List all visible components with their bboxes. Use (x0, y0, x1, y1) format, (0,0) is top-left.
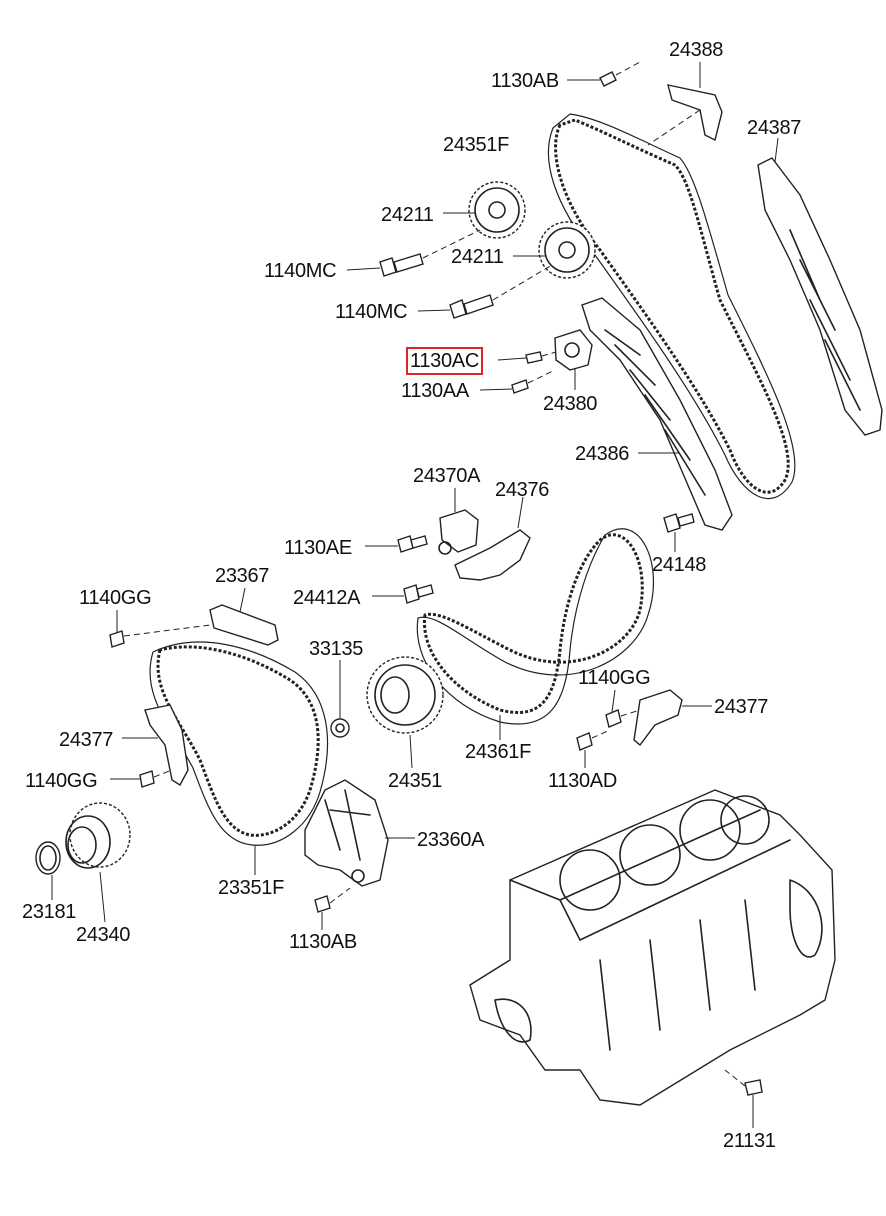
part-24386-tensioner-lever (581, 297, 733, 531)
label-1140MC-a[interactable]: 1140MC (264, 260, 337, 282)
label-24386[interactable]: 24386 (575, 443, 630, 465)
bolt-1140MC-b (417, 264, 553, 319)
part-23360A-bracket (304, 779, 415, 887)
label-1140GG-right[interactable]: 1140GG (578, 667, 651, 689)
label-33135[interactable]: 33135 (309, 638, 364, 660)
bolt-21131 (724, 1069, 763, 1128)
label-24351F[interactable]: 24351F (443, 134, 510, 156)
label-24340[interactable]: 24340 (76, 924, 131, 946)
part-24387-chain-guide (757, 137, 883, 436)
label-1130AB-bottom[interactable]: 1130AB (289, 931, 357, 953)
label-1130AB-top[interactable]: 1130AB (491, 70, 559, 92)
label-1130AE[interactable]: 1130AE (284, 537, 352, 559)
bolt-24412A (372, 584, 434, 604)
label-1140MC-b[interactable]: 1140MC (335, 301, 408, 323)
bolt-1140GG-right (605, 689, 641, 728)
label-24387[interactable]: 24387 (747, 117, 802, 139)
middle-timing-chain (416, 528, 655, 740)
bolt-1130AB-bottom (314, 887, 351, 930)
cam-sprocket-24211-b (513, 221, 596, 279)
crank-sprocket-24351 (366, 656, 444, 769)
nut-33135 (330, 660, 350, 738)
seal-23181 (35, 841, 61, 900)
bolt-1130AD (576, 729, 611, 768)
cam-sprocket-24211-a (443, 181, 526, 239)
label-1140GG-top[interactable]: 1140GG (79, 587, 152, 609)
label-1140GG-left[interactable]: 1140GG (25, 770, 98, 792)
label-23367[interactable]: 23367 (215, 565, 270, 587)
label-24377-left[interactable]: 24377 (59, 729, 114, 751)
bolt-1140GG-left (110, 769, 173, 788)
label-24361F[interactable]: 24361F (465, 741, 532, 763)
crank-gear-24340 (65, 802, 131, 923)
label-24211-b[interactable]: 24211 (451, 246, 504, 268)
label-1130AA[interactable]: 1130AA (401, 380, 469, 402)
label-24370A[interactable]: 24370A (413, 465, 481, 487)
label-24380[interactable]: 24380 (543, 393, 598, 415)
bolt-1140GG-top (109, 610, 211, 648)
label-23360A[interactable]: 23360A (417, 829, 485, 851)
label-24211-a[interactable]: 24211 (381, 204, 434, 226)
label-24412A[interactable]: 24412A (293, 587, 361, 609)
label-24376[interactable]: 24376 (495, 479, 550, 501)
label-1130AC-highlighted[interactable]: 1130AC (406, 347, 483, 375)
bolt-1130AA (479, 369, 556, 394)
part-24370A-tensioner (438, 488, 479, 555)
bolt-24148 (663, 513, 695, 552)
label-24148[interactable]: 24148 (652, 554, 707, 576)
part-24377-right-guide (633, 689, 712, 747)
bolt-1130AE (365, 535, 428, 553)
label-21131[interactable]: 21131 (723, 1130, 776, 1152)
part-24376-guide (454, 496, 531, 581)
label-24351[interactable]: 24351 (388, 770, 443, 792)
part-24388-upper-guide (647, 62, 723, 146)
label-1130AD[interactable]: 1130AD (548, 770, 617, 792)
part-23367-guide (209, 587, 279, 646)
label-24388[interactable]: 24388 (669, 39, 724, 61)
bolt-1130AB-top (567, 61, 641, 87)
bolt-1130AC (497, 351, 557, 364)
engine-block (469, 789, 836, 1106)
part-24377-left-guide (122, 704, 189, 786)
part-24380-tensioner (554, 329, 593, 390)
label-23181[interactable]: 23181 (22, 901, 77, 923)
label-23351F[interactable]: 23351F (218, 877, 285, 899)
bolt-1140MC-a (346, 229, 481, 277)
label-24377-right[interactable]: 24377 (714, 696, 769, 718)
